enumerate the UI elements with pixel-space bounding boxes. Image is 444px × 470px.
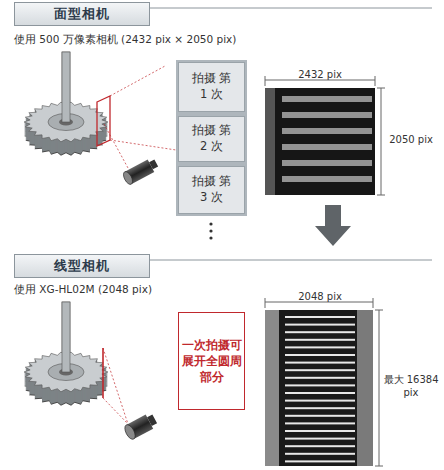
- dimension-label: 2432 pix: [290, 69, 350, 82]
- view-line: [102, 348, 104, 398]
- view-leader: [110, 66, 165, 96]
- ellipsis-dot: [209, 236, 212, 239]
- dimension-tick: [265, 76, 266, 86]
- down-arrow: [315, 205, 351, 246]
- dimension-tick: [375, 466, 383, 467]
- gear-illustration: [24, 302, 108, 406]
- dimension-label: 2050 pix: [383, 134, 439, 147]
- node-text: 拍摄 第 3 次: [190, 174, 233, 205]
- header-rule: [150, 260, 432, 261]
- view-leader: [104, 124, 128, 168]
- dimension-tick: [375, 76, 376, 86]
- dimension-tick: [377, 88, 385, 89]
- node-text: 拍摄 第 2 次: [190, 123, 233, 154]
- gear-illustration: [24, 52, 108, 156]
- node-text: 一次拍摄可展开全圆周部分: [181, 337, 242, 386]
- image-edge: [265, 310, 279, 466]
- header-rule: [150, 8, 432, 9]
- view-leader: [103, 348, 128, 424]
- view-region: [97, 96, 110, 146]
- dimension-label: 2048 pix: [290, 291, 350, 304]
- highlight-box: 一次拍摄可展开全圆周部分: [178, 312, 245, 410]
- dimension-line: [381, 88, 382, 195]
- gear-teeth-view: [265, 88, 372, 195]
- node-text: 面型相机: [54, 6, 110, 23]
- camera-spec: 使用 XG-HL02M (2048 pix): [14, 283, 314, 296]
- node-text: 线型相机: [54, 258, 110, 275]
- line-camera: [123, 412, 159, 441]
- ellipsis-dot: [209, 229, 212, 232]
- ellipsis-dot: [209, 222, 212, 225]
- dimension-tick: [373, 298, 374, 308]
- section-header: 线型相机: [14, 254, 150, 278]
- section-header: 面型相机: [14, 2, 150, 26]
- dimension-tick: [377, 195, 385, 196]
- unrolled-teeth: [285, 316, 355, 462]
- shot-box: 拍摄 第 3 次: [178, 166, 245, 214]
- image-edge: [357, 310, 373, 466]
- shot-box: 拍摄 第 1 次: [178, 62, 245, 112]
- area-image: [265, 88, 375, 195]
- shot-column: [176, 60, 247, 216]
- dimension-tick: [265, 298, 266, 308]
- camera-spec: 使用 500 万像素相机 (2432 pix × 2050 pix): [14, 33, 314, 46]
- area-camera: [122, 157, 160, 186]
- node-text: 拍摄 第 1 次: [190, 71, 233, 102]
- dimension-label: 最大 16384 pix: [382, 374, 440, 399]
- dimension-line: [379, 310, 380, 466]
- shot-box: 拍摄 第 2 次: [178, 116, 245, 162]
- view-leader: [103, 398, 128, 424]
- dimension-tick: [375, 310, 383, 311]
- line-image: [265, 310, 373, 466]
- view-leader: [110, 140, 176, 150]
